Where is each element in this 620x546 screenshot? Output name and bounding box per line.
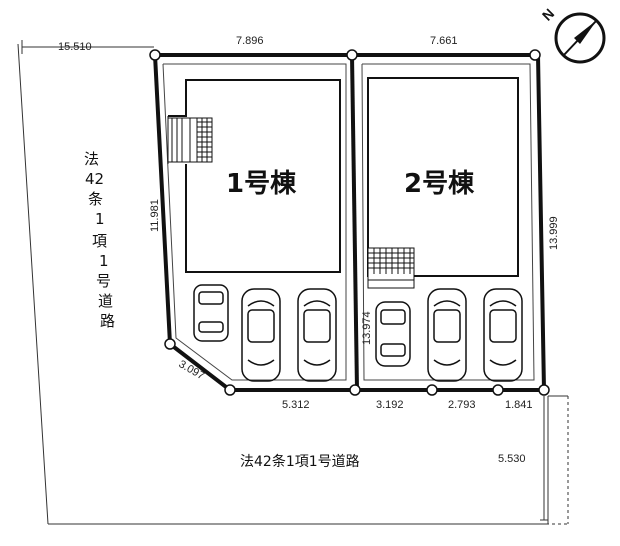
building-2: 2号棟 — [367, 77, 519, 289]
left-road-char-3: 条 — [88, 190, 103, 208]
dim-lot2-right: 13.999 — [548, 216, 560, 250]
car-2 — [241, 288, 281, 382]
car-5 — [427, 288, 467, 382]
dimension-lines — [21, 40, 548, 521]
north-compass: N — [539, 5, 606, 64]
left-road-label: 法 42 条 1 項 1 号 道 路 — [84, 150, 115, 330]
boundary-markers — [149, 49, 550, 396]
dim-road-left-width: 15.510 — [58, 41, 92, 53]
building-1-label: 1号棟 — [226, 169, 297, 199]
building-2-label: 2号棟 — [404, 169, 475, 199]
dim-lot1-top: 7.896 — [236, 35, 264, 47]
left-road-char-5: 項 — [92, 232, 107, 250]
lot-boundary — [153, 53, 546, 392]
car-3 — [297, 288, 337, 382]
left-road-char-2: 42 — [85, 170, 104, 188]
building-1: 1号棟 — [167, 79, 341, 273]
dim-road-bottom-width: 5.530 — [498, 453, 526, 465]
setback-lines — [162, 63, 535, 381]
dim-center-line: 13.974 — [361, 311, 373, 345]
left-road-char-9: 路 — [100, 312, 115, 330]
dim-bottom-a: 5.312 — [282, 399, 310, 411]
dim-lot1-left: 11.981 — [149, 199, 161, 232]
car-1 — [193, 284, 229, 342]
dim-bottom-c: 2.793 — [448, 399, 476, 411]
dim-lot2-top: 7.661 — [430, 35, 458, 47]
dim-bottom-b: 3.192 — [376, 399, 404, 411]
bottom-road-label: 法42条1項1号道路 — [240, 453, 360, 470]
left-road-char-4: 1 — [95, 210, 105, 228]
dimension-labels: 15.510 7.896 7.661 11.981 13.999 13.974 … — [58, 35, 560, 465]
road-outline — [17, 43, 569, 525]
left-road-char-6: 1 — [99, 252, 109, 270]
stairs-1 — [171, 118, 212, 162]
left-road-char-7: 号 — [96, 272, 111, 290]
left-road-char-8: 道 — [98, 292, 113, 310]
car-4 — [375, 301, 411, 367]
north-label: N — [539, 5, 557, 23]
car-6 — [483, 288, 523, 382]
parking-cars — [193, 284, 523, 382]
left-road-char-1: 法 — [84, 150, 99, 168]
dim-bottom-d: 1.841 — [505, 399, 533, 411]
stairs-2 — [368, 248, 414, 281]
